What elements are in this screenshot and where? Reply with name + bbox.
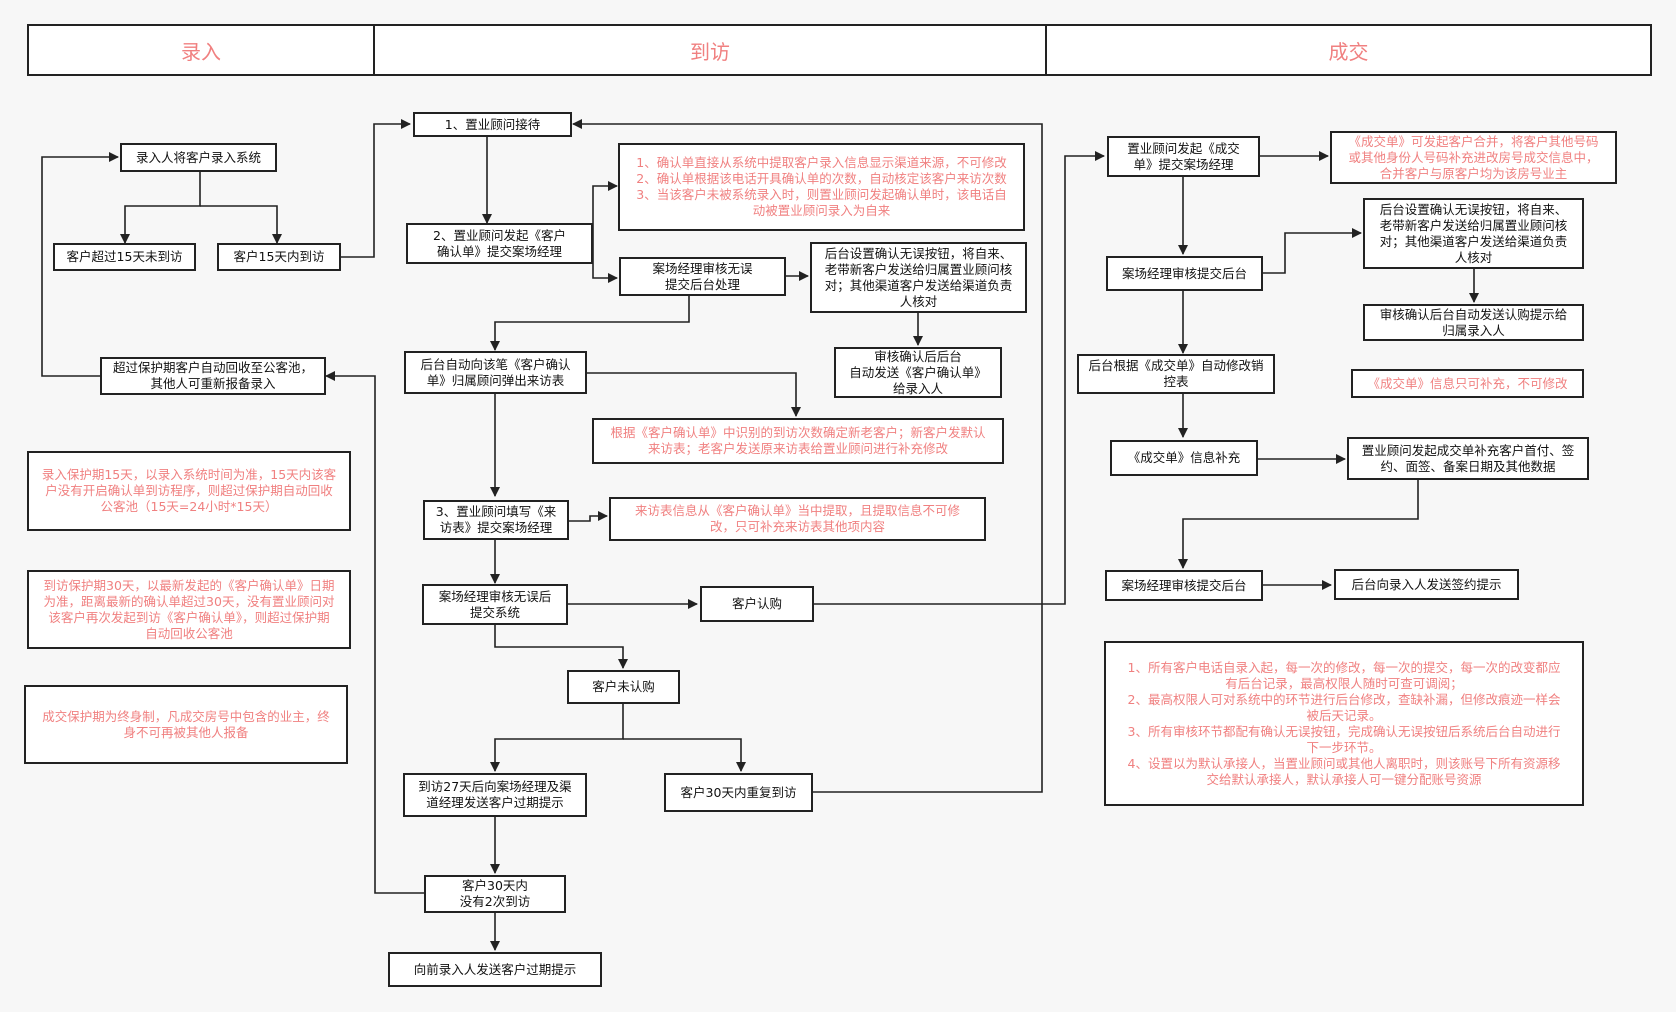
node-fill-visit-form[interactable]: 3、置业顾问填写《来 访表》提交案场经理	[423, 500, 569, 540]
node-backend-check[interactable]: 后台设置确认无误按钮，将自来、 老带新客户发送给归属置业顾问核 对；其他渠道客户…	[810, 242, 1027, 313]
node-backend-check-deal[interactable]: 后台设置确认无误按钮，将自来、 老带新客户发送给归属置业顾问核 对；其他渠道客户…	[1363, 198, 1584, 269]
lane-header-visit: 到访	[373, 24, 1047, 76]
edge-recycle-to-entry	[41, 152, 119, 377]
note-deal-protection: 成交保护期为终身制，凡成交房号中包含的业主，终 身不可再被其他人报备	[24, 685, 348, 764]
node-manager-review[interactable]: 案场经理审核无误 提交后台处理	[619, 257, 786, 296]
node-expire-notice[interactable]: 向前录入人发送客户过期提示	[388, 952, 602, 987]
node-deal-form[interactable]: 置业顾问发起《成交 单》提交案场经理	[1107, 136, 1260, 177]
node-reception[interactable]: 1、置业顾问接待	[413, 112, 572, 137]
node-deal-review-2[interactable]: 案场经理审核提交后台	[1105, 570, 1263, 601]
edge-purchase-to-deal	[813, 151, 1105, 605]
edge-nopurchase-split-right	[623, 738, 746, 772]
node-extra-data[interactable]: 置业顾问发起成交单补充客户首付、签 约、面签、备案日期及其他数据	[1347, 437, 1589, 480]
node-manager-submit[interactable]: 案场经理审核无误后 提交系统	[422, 584, 568, 625]
note-entry-protection: 录入保护期15天，以录入系统时间为准，15天内该客 户没有开启确认单到访程序，则…	[27, 451, 351, 531]
node-over-15-days[interactable]: 客户超过15天未到访	[53, 243, 196, 271]
edge-repeat-to-reception	[572, 119, 1043, 793]
note-deal-readonly: 《成交单》信息只可补充，不可修改	[1351, 369, 1584, 398]
node-auto-recycle[interactable]: 超过保护期客户自动回收至公客池， 其他人可重新报备录入	[100, 357, 326, 395]
node-repeat-visit[interactable]: 客户30天内重复到访	[664, 773, 813, 812]
node-no-purchase[interactable]: 客户未认购	[567, 670, 680, 704]
node-customer-entry[interactable]: 录入人将客户录入系统	[120, 143, 277, 172]
edge-popup-to-note2	[586, 372, 801, 417]
note-deal-merge: 《成交单》可发起客户合并，将客户其他号码 或其他身份人号码补充进改房号成交信息中…	[1330, 131, 1617, 184]
node-purchase[interactable]: 客户认购	[700, 586, 814, 622]
node-deal-supplement[interactable]: 《成交单》信息补充	[1110, 440, 1258, 476]
node-visit-within-15[interactable]: 客户15天内到访	[217, 243, 341, 271]
edge-form-to-note3	[568, 511, 608, 522]
note-visit-protection: 到访保护期30天，以最新发起的《客户确认单》日期 为准，距离最新的确认单超过30…	[27, 570, 351, 649]
node-sales-control[interactable]: 后台根据《成交单》自动修改销 控表	[1077, 354, 1275, 394]
edge-entry-split	[120, 171, 201, 244]
edge-entry-split-right	[200, 205, 282, 244]
edge-nocycle-to-recycle	[325, 371, 424, 894]
node-no-second-visit[interactable]: 客户30天内 没有2次到访	[424, 875, 566, 913]
note-new-old-customer: 根据《客户确认单》中识别的到访次数确定新老客户；新客户发默认 来访表；老客户发送…	[592, 418, 1004, 464]
node-deal-review[interactable]: 案场经理审核提交后台	[1106, 256, 1263, 291]
edge-confirm-to-review	[592, 246, 618, 283]
edge-manager-to-nopurchase	[494, 624, 628, 669]
node-confirm-form[interactable]: 2、置业顾问发起《客户 确认单》提交案场经理	[406, 223, 593, 264]
edge-nopurchase-split-left	[490, 703, 624, 772]
lane-header-entry: 录入	[27, 24, 375, 76]
node-sign-notice[interactable]: 后台向录入人发送签约提示	[1334, 569, 1519, 600]
edge-confirm-to-note1	[592, 181, 618, 246]
edge-review-to-popup	[490, 295, 690, 351]
lane-header-deal: 成交	[1045, 24, 1652, 76]
edge-to-reception	[340, 119, 411, 258]
note-confirm-rules: 1、确认单直接从系统中提取客户录入信息显示渠道来源，不可修改 2、确认单根据该电…	[618, 143, 1025, 231]
note-system-rules: 1、所有客户电话自录入起，每一次的修改，每一次的提交，每一次的改变都应 有后台记…	[1104, 641, 1584, 806]
node-purchase-notice[interactable]: 审核确认后台自动发送认购提示给 归属录入人	[1363, 304, 1584, 341]
node-visit-popup[interactable]: 后台自动向该笔《客户确认 单》归属顾问弹出来访表	[404, 351, 587, 394]
edge-extra-to-review2	[1178, 479, 1419, 569]
note-visit-form-source: 来访表信息从《客户确认单》当中提取，且提取信息不可修 改，只可补充来访表其他项内…	[609, 497, 986, 541]
node-expire-warning[interactable]: 到访27天后向案场经理及渠 道经理发送客户过期提示	[403, 773, 587, 817]
node-auto-send-confirm[interactable]: 审核确认后后台 自动发送《客户确认单》 给录入人	[834, 347, 1002, 398]
edge-review-to-backend2	[1262, 228, 1362, 274]
